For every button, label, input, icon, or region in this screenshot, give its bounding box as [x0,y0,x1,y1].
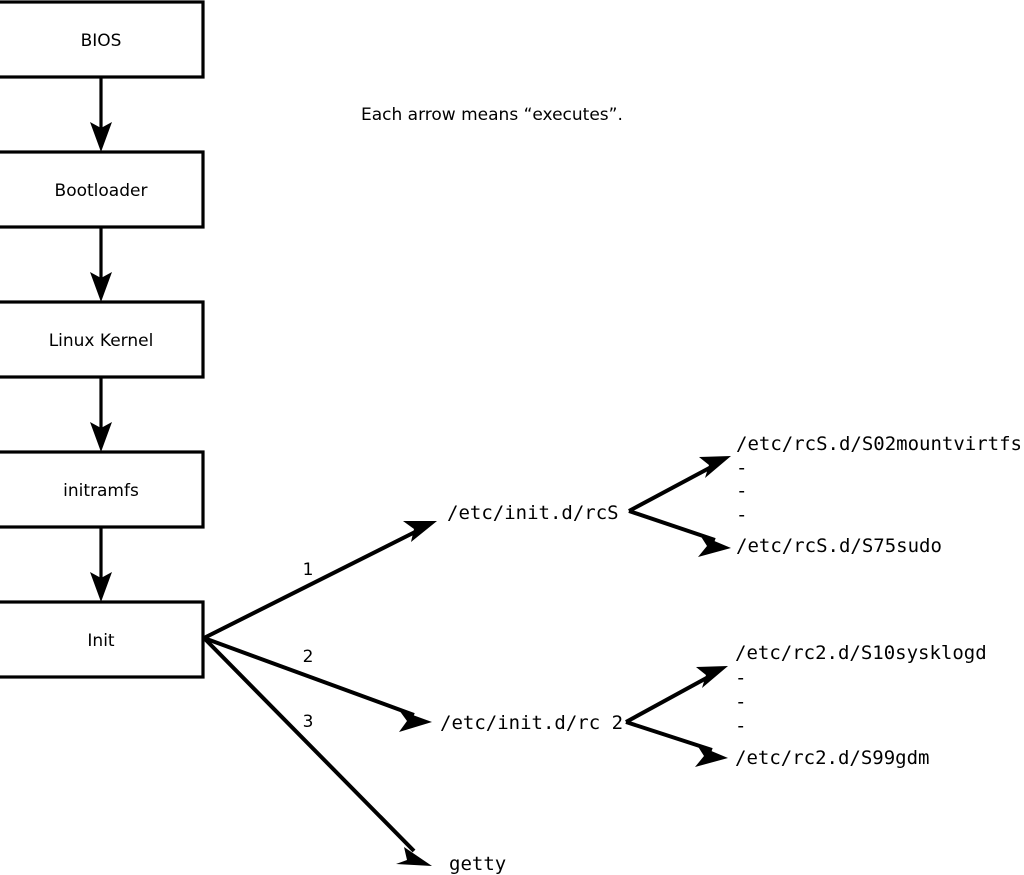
rcs-ellipsis-dash-1: - [736,457,747,479]
box-label-linux-kernel: Linux Kernel [49,331,154,351]
process-box-bootloader[interactable]: Bootloader [0,150,205,229]
arrowhead-bios-to-bootloader [90,122,112,152]
branch-number-3: 3 [303,712,314,732]
arrowhead-rc2-first [696,666,728,688]
arrow-kernel-to-initramfs [90,377,112,452]
arrowhead-rc2-last [695,745,728,767]
arrow-bios-to-bootloader [90,77,112,152]
process-box-init[interactable]: Init [0,600,205,679]
box-shape-bios [0,0,205,79]
rcs-ellipsis-dash-3: - [736,504,747,526]
init-branch-3: 3 [202,636,432,866]
rcs-fanout [628,456,731,557]
process-box-bios[interactable]: BIOS [0,0,205,79]
rc2-ellipsis-dash-1: - [735,667,746,689]
label-rc2-last-script[interactable]: /etc/rc2.d/S99gdm [735,747,929,769]
box-label-bootloader: Bootloader [55,181,148,201]
arrowhead-branch-2 [399,710,432,732]
arrow-initramfs-to-init [90,527,112,602]
label-etc-initd-rc2[interactable]: /etc/init.d/rc 2 [440,712,623,734]
box-label-initramfs: initramfs [63,481,139,501]
rc2-ellipsis-dash-2: - [735,691,746,713]
label-rc2-first-script[interactable]: /etc/rc2.d/S10sysklogd [735,642,987,664]
legend-note: Each arrow means “executes”. [361,105,623,125]
branch-number-2: 2 [303,647,314,667]
box-shape-bootloader [0,150,205,229]
arrowhead-kernel-to-initramfs [90,422,112,452]
branch-number-1: 1 [303,560,314,580]
rcs-ellipsis-dash-2: - [736,480,747,502]
label-etc-initd-rcs[interactable]: /etc/init.d/rcS [447,502,619,524]
init-branch-2: 2 [203,636,432,732]
arrow-bootloader-to-kernel [90,227,112,302]
box-label-bios: BIOS [81,31,122,51]
label-rcs-last-script[interactable]: /etc/rcS.d/S75sudo [736,535,942,557]
label-getty[interactable]: getty [449,853,506,875]
process-box-linux-kernel[interactable]: Linux Kernel [0,300,205,379]
arrowhead-branch-3 [396,847,432,866]
rc2-fanout [625,666,728,767]
box-shape-linux-kernel [0,300,205,379]
box-label-init: Init [87,631,115,651]
process-box-initramfs[interactable]: initramfs [0,450,205,529]
arrowhead-rcs-first [699,456,731,478]
box-shape-initramfs [0,450,205,529]
rc2-ellipsis-dash-3: - [735,715,746,737]
box-shape-init [0,600,205,679]
arrowhead-rcs-last [698,535,731,557]
init-branch-1: 1 [203,521,437,640]
arrowhead-bootloader-to-kernel [90,272,112,302]
arrowhead-initramfs-to-init [90,572,112,602]
label-rcs-first-script[interactable]: /etc/rcS.d/S02mountvirtfs [736,433,1022,455]
arrowhead-branch-1 [403,521,437,542]
